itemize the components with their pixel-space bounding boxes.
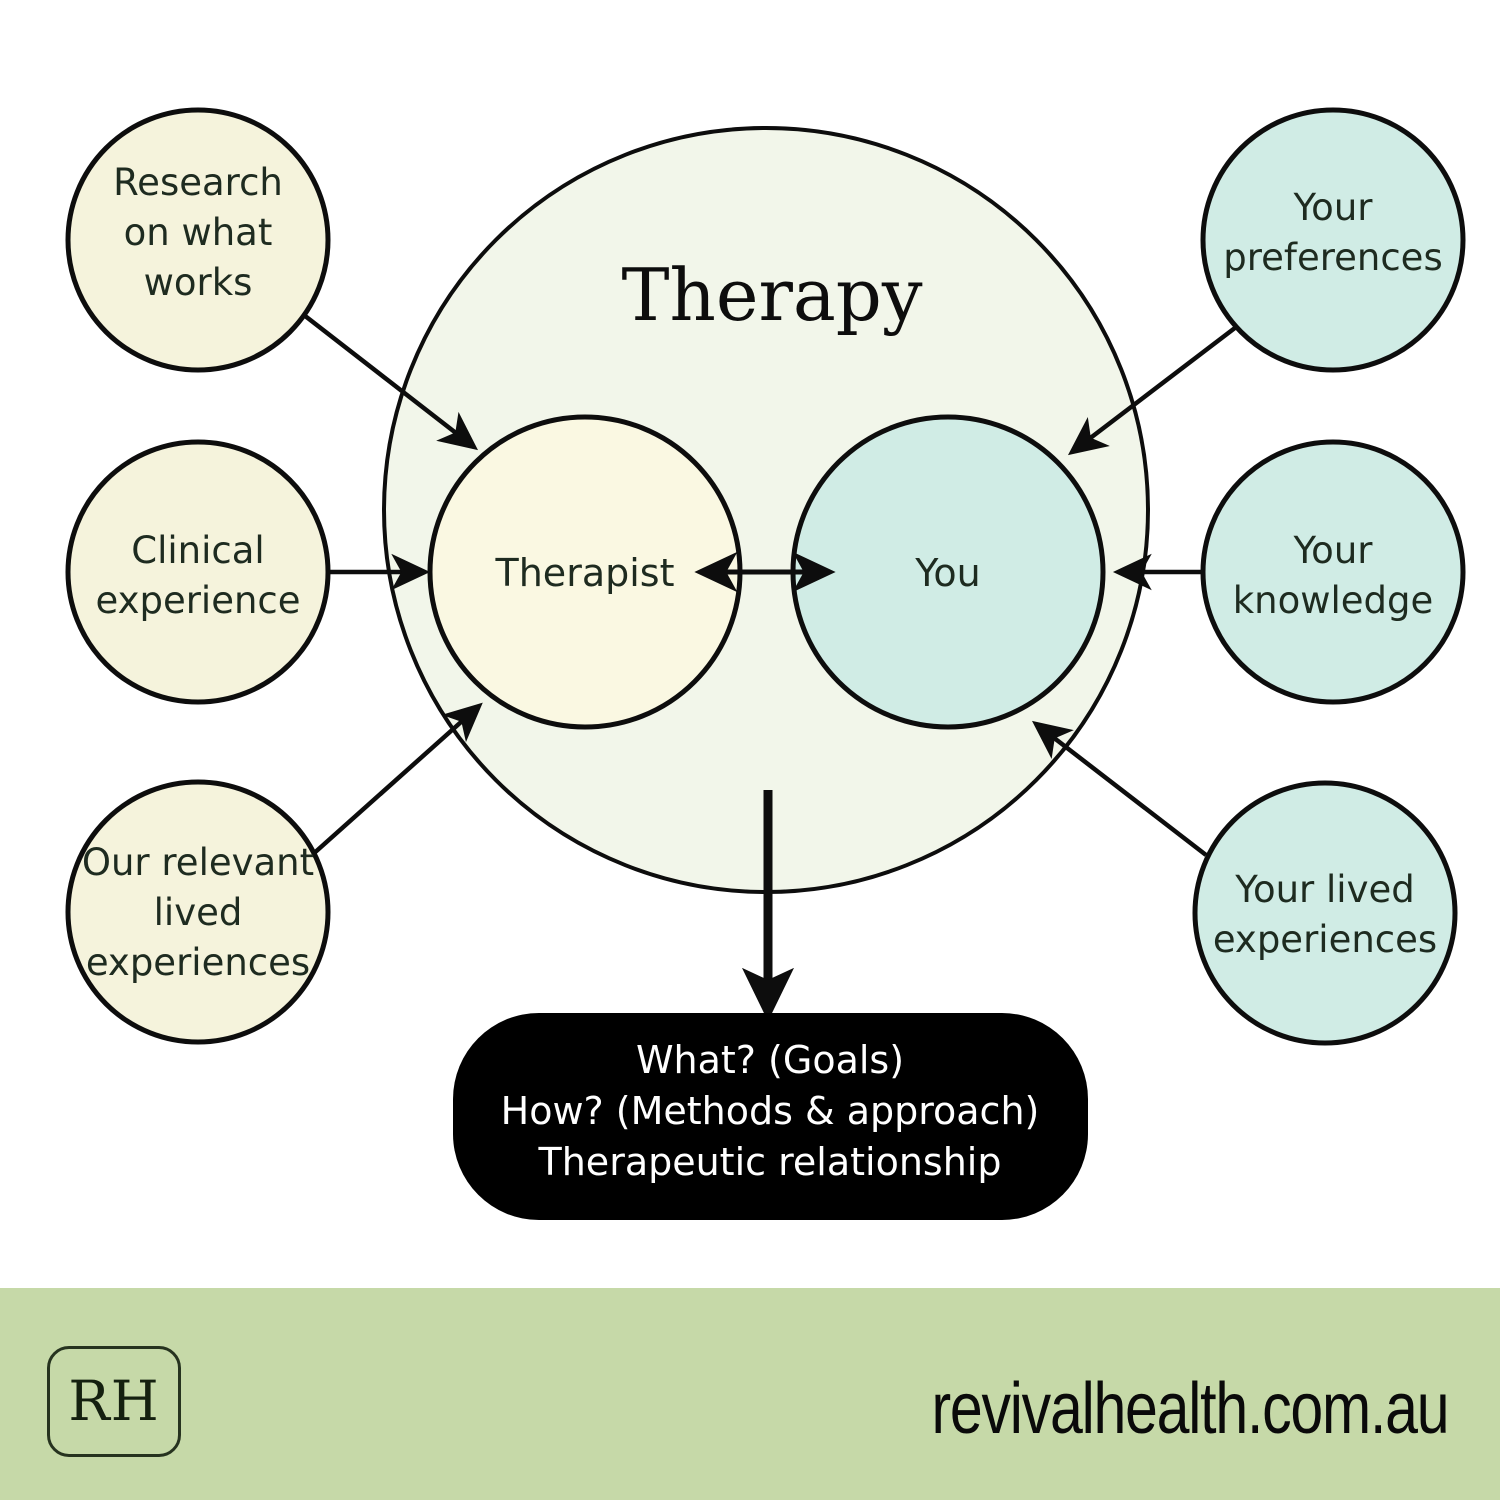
arrow-research-to-therapist (298, 310, 478, 451)
connector-arrows (298, 310, 1250, 857)
you-label: You (914, 551, 981, 595)
brand-logo[interactable]: RH (47, 1346, 181, 1457)
outcome-line-3: Therapeutic relationship (538, 1140, 1002, 1184)
satellite-knowledge-circle[interactable] (1200, 439, 1466, 705)
satellite-research-circle[interactable] (65, 107, 331, 373)
satellite-preferences-label-2: preferences (1223, 236, 1442, 279)
arrow-preferences-to-you (1067, 316, 1250, 456)
satellite-preferences-label: Your (1293, 186, 1374, 229)
footer-bar (0, 1288, 1500, 1500)
outcome-box[interactable] (453, 1013, 1088, 1220)
therapist-label: Therapist (495, 551, 675, 595)
satellite-research-label: Research (113, 161, 283, 204)
brand-logo-text: RH (68, 1369, 160, 1433)
website-url[interactable]: revivalhealth.com.au (931, 1369, 1449, 1449)
satellite-our-lived-circle[interactable] (65, 779, 331, 1045)
satellite-our-lived-label: Our relevant (82, 841, 314, 884)
satellite-clinical-label: Clinical (131, 529, 264, 572)
outcome-line-2: How? (Methods & approach) (501, 1089, 1040, 1133)
satellite-your-lived-label-2: experiences (1213, 918, 1437, 961)
satellite-research-label-2: on what (124, 211, 273, 254)
satellite-preferences-circle[interactable] (1200, 107, 1466, 373)
satellite-your-lived-circle[interactable] (1192, 780, 1458, 1046)
satellite-our-lived-label-3: experiences (86, 941, 310, 984)
satellite-clinical-circle[interactable] (65, 439, 331, 705)
satellite-our-lived-label-2: lived (154, 891, 243, 934)
satellite-knowledge-label: Your (1293, 529, 1374, 572)
arrow-ourlived-to-therapist (310, 702, 483, 857)
page-title: Therapy (621, 253, 922, 337)
outcome-line-1: What? (Goals) (636, 1038, 904, 1082)
satellite-research-label-3: works (144, 261, 253, 304)
arrow-yourlived-to-you (1031, 720, 1208, 857)
satellite-knowledge-label-2: knowledge (1233, 579, 1434, 622)
satellite-your-lived-label: Your lived (1234, 868, 1414, 911)
satellite-clinical-label-2: experience (95, 579, 300, 622)
